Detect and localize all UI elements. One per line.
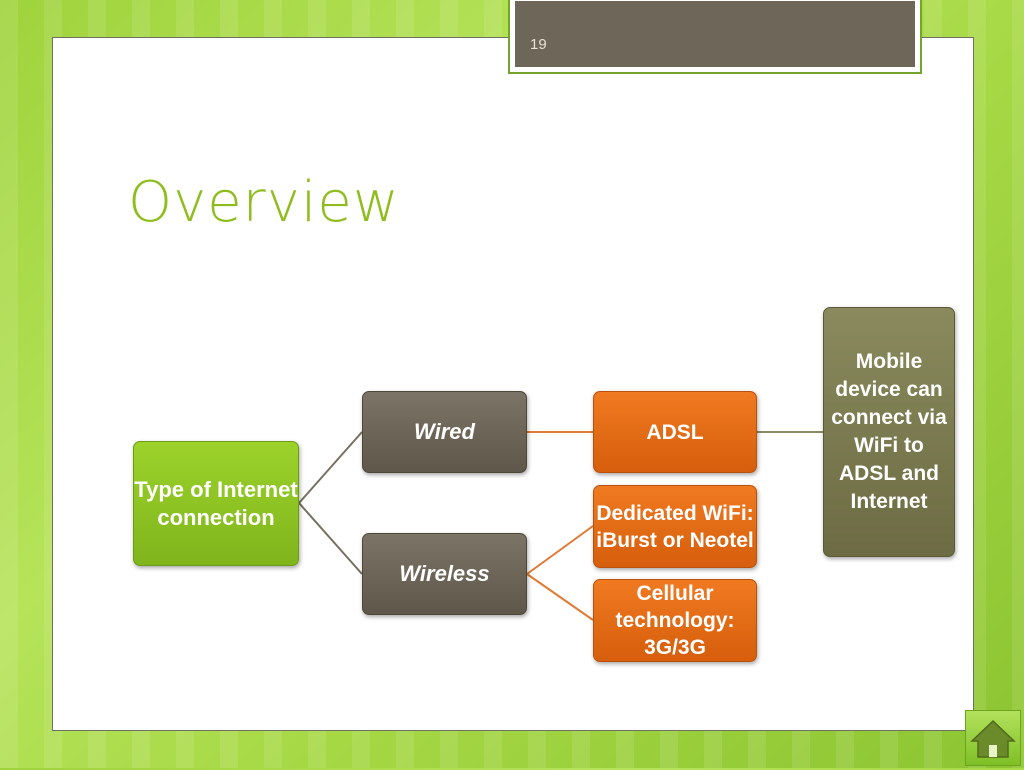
slide-title: Overview bbox=[128, 170, 400, 235]
home-icon bbox=[970, 719, 1016, 758]
node-type-of-internet-connection: Type of Internet connection bbox=[133, 441, 299, 566]
node-dedicated-wifi: Dedicated WiFi: iBurst or Neotel bbox=[593, 485, 757, 568]
connector-root-wired bbox=[298, 431, 363, 504]
node-wireless: Wireless bbox=[362, 533, 527, 615]
node-cellular-technology: Cellular technology: 3G/3G bbox=[593, 579, 757, 662]
node-adsl: ADSL bbox=[593, 391, 757, 473]
slide-canvas bbox=[52, 37, 974, 731]
connector-root-wireless bbox=[298, 502, 363, 575]
node-mobile-device: Mobile device can connect via WiFi to AD… bbox=[823, 307, 955, 557]
slide-number-tab bbox=[508, 0, 922, 74]
home-button[interactable] bbox=[965, 710, 1021, 766]
node-wired: Wired bbox=[362, 391, 527, 473]
connector-wireless-dedicated bbox=[526, 525, 594, 575]
connector-wireless-cellular bbox=[526, 573, 594, 621]
slide-number: 19 bbox=[530, 36, 547, 53]
